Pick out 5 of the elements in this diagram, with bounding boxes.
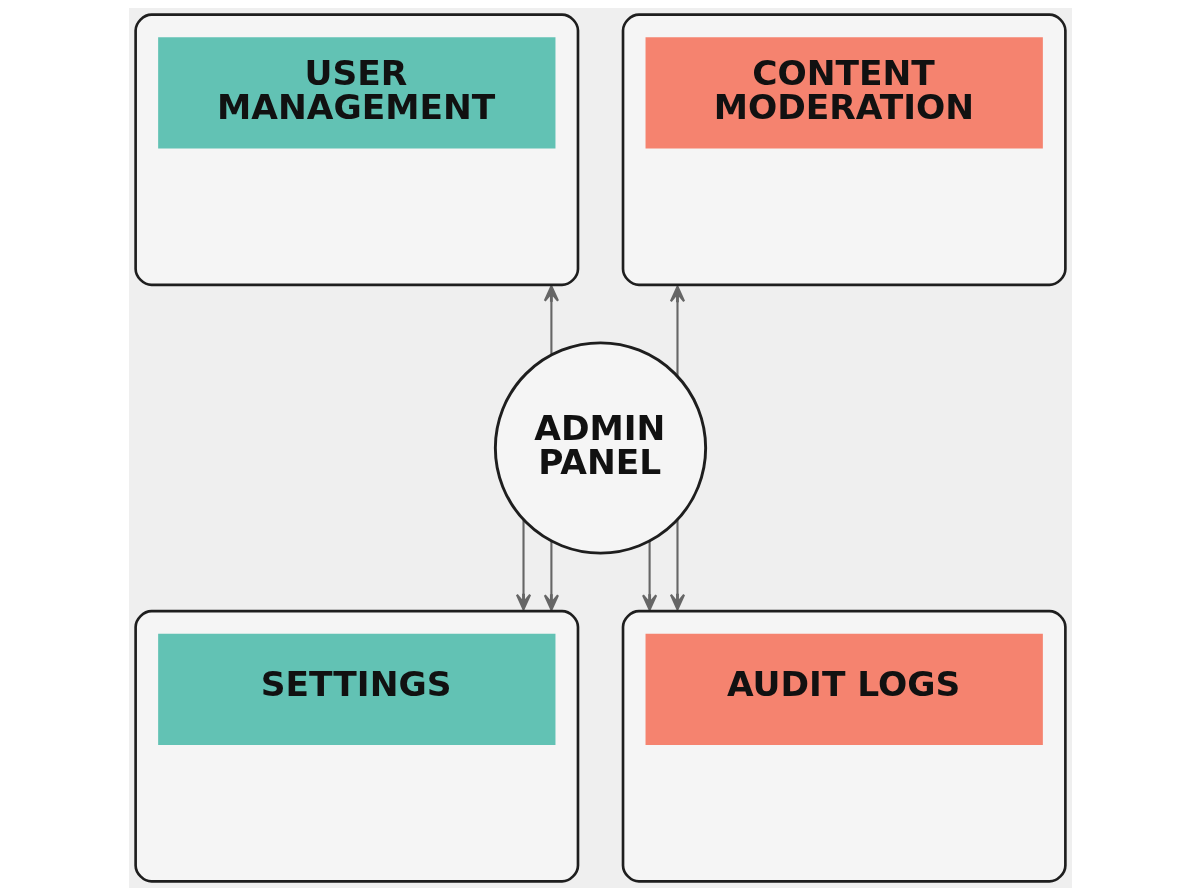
arrow [641, 540, 657, 611]
arrow [669, 519, 685, 611]
arrow [669, 285, 685, 377]
node-circle: ADMIN PANEL [493, 341, 707, 555]
arrow [515, 519, 531, 611]
